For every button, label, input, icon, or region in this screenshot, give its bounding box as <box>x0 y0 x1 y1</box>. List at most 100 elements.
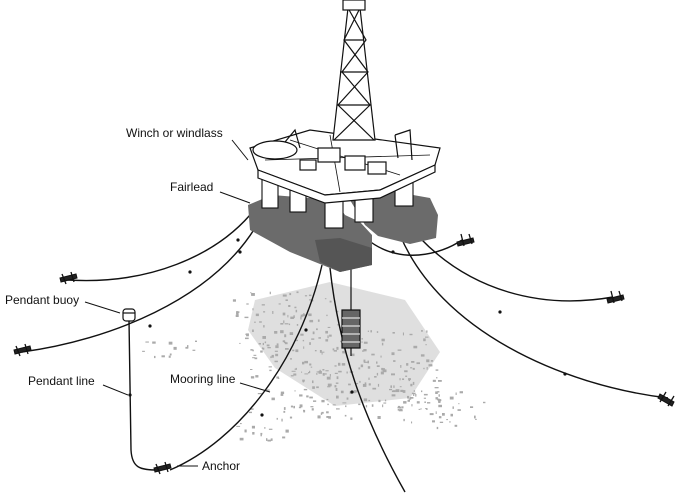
seabed-grain <box>391 394 396 397</box>
seabed-grain <box>283 320 285 324</box>
seabed-grain <box>278 303 281 305</box>
seabed-grain <box>426 359 430 363</box>
seabed-grain <box>415 394 417 397</box>
seabed-grain <box>361 338 363 340</box>
seabed-grain <box>333 350 337 352</box>
seabed-grain <box>322 373 325 376</box>
seabed-grain <box>380 371 384 375</box>
seabed-grain <box>168 341 173 345</box>
seabed-grain <box>289 416 293 419</box>
seabed-grain <box>367 366 371 369</box>
seabed-grain <box>411 392 416 395</box>
seabed-grain <box>255 375 259 378</box>
seabed-grain <box>312 331 315 335</box>
seabed-grain <box>438 416 442 419</box>
seabed-grain <box>250 369 253 370</box>
seabed-grain <box>262 347 265 350</box>
seabed-grain <box>268 428 273 430</box>
seabed-grain <box>291 370 296 372</box>
seabed-grain <box>436 426 439 430</box>
seabed-grain <box>312 380 314 384</box>
seabed-grain <box>271 397 275 401</box>
seabed-grain <box>376 372 379 376</box>
seabed-grain <box>350 417 353 420</box>
seabed-grain <box>280 391 285 394</box>
seabed-grain <box>434 387 439 389</box>
seabed-grain <box>336 376 339 380</box>
seabed-grain <box>358 367 361 370</box>
seabed-grain <box>351 353 355 357</box>
seabed-grain <box>398 409 403 412</box>
seabed-grain <box>195 340 197 342</box>
seabed-grain <box>302 361 305 365</box>
seabed-grain <box>142 350 145 352</box>
seabed-grain <box>145 341 149 343</box>
seabed-grain <box>340 390 344 394</box>
seabed-grain <box>246 333 249 337</box>
seabed-grain <box>430 360 434 362</box>
seabed-grain <box>420 354 425 357</box>
seabed-grain <box>336 395 339 399</box>
seabed-grain <box>239 437 244 441</box>
seabed-grain <box>446 419 448 421</box>
seabed-grain <box>318 370 322 374</box>
seabed-grain <box>309 396 313 399</box>
mooring-line-nw-upper <box>67 214 251 282</box>
seabed-grain <box>384 399 387 402</box>
seabed-grain <box>425 408 428 410</box>
seabed-grain <box>309 363 312 366</box>
seabed-grain <box>303 313 305 315</box>
seabed-grain <box>332 404 336 406</box>
seabed-grain <box>300 333 304 336</box>
seabed-grain <box>313 400 317 402</box>
seabed-grain <box>288 305 291 307</box>
seabed-grain <box>250 408 254 410</box>
seabed-grain <box>290 358 292 360</box>
seabed-grain <box>363 341 368 344</box>
seabed-grain <box>310 366 313 368</box>
seabed-grain <box>457 409 461 411</box>
seabed-grain <box>371 353 375 356</box>
seabed-grain <box>363 359 366 363</box>
seabed-grain <box>316 373 318 375</box>
seabed-grain <box>454 424 458 427</box>
seabed-grain <box>376 331 379 333</box>
seabed-grain <box>161 355 165 358</box>
seabed-grain <box>288 323 291 326</box>
seabed-grain <box>283 410 286 413</box>
seabed-grain <box>326 416 330 418</box>
seabed-grain <box>370 330 372 333</box>
seabed-grain <box>368 383 371 386</box>
seabed-grain <box>326 314 328 317</box>
seabed-grain <box>360 364 364 368</box>
seabed-grain <box>309 370 311 373</box>
mooring-line-e-mid <box>419 237 614 302</box>
seabed-grain <box>361 341 363 343</box>
seabed-grain <box>346 397 349 400</box>
label-anchor: Anchor <box>202 459 240 473</box>
seabed-grain <box>261 304 265 306</box>
seabed-grain <box>437 399 442 401</box>
seabed-grain <box>290 405 293 408</box>
seabed-grain <box>281 418 283 422</box>
seabed-grain <box>437 391 440 393</box>
seabed-grain <box>266 344 270 347</box>
seabed-grain <box>316 328 318 331</box>
seabed-grain <box>403 401 407 404</box>
seabed-grain <box>169 353 172 356</box>
seabed-grain <box>336 346 339 350</box>
seabed-grain <box>381 367 384 370</box>
seabed-grain <box>376 365 380 367</box>
seabed-grain <box>374 376 377 378</box>
seabed-grain <box>459 391 463 394</box>
seabed-grain <box>353 390 358 393</box>
seabed-grain <box>342 351 346 354</box>
seabed-grain <box>321 399 325 403</box>
seabed-grain <box>295 349 299 353</box>
seabed-grain <box>312 386 315 389</box>
seabed-grain <box>355 382 359 385</box>
seabed-grain <box>407 395 410 399</box>
seabed-grain <box>304 373 309 375</box>
seabed-grain <box>338 370 342 373</box>
